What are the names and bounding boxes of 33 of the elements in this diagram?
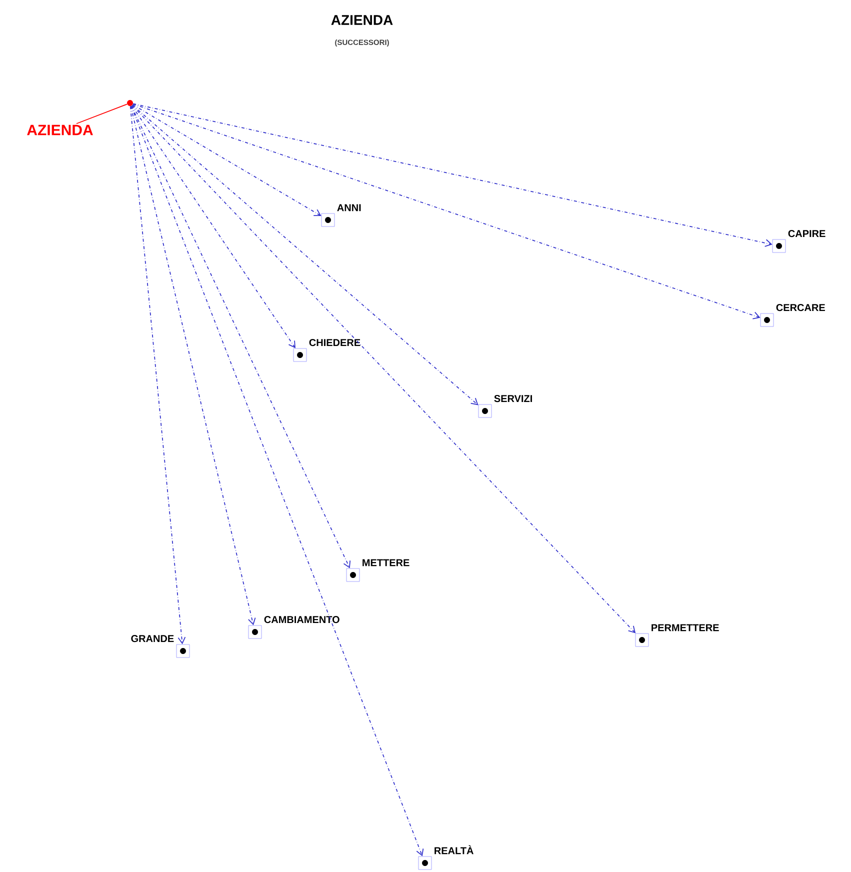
arrow <box>132 104 478 406</box>
target-box: PERMETTERE <box>635 624 719 647</box>
arrow <box>132 104 322 216</box>
title: AZIENDA <box>331 15 393 25</box>
source-label: AZIENDA <box>27 124 93 136</box>
target-box: REALTÀ <box>418 845 474 870</box>
target-box: GRANDE <box>131 635 190 658</box>
leader-line <box>76 104 128 124</box>
node-label: CERCARE <box>776 304 825 312</box>
target-box: METTERE <box>346 559 410 582</box>
target-box: CAMBIAMENTO <box>248 616 340 639</box>
node-label: CAPIRE <box>788 230 826 238</box>
arrow <box>132 104 636 634</box>
node-label: METTERE <box>362 559 410 566</box>
arrow <box>130 106 424 856</box>
arrow <box>130 106 186 644</box>
target-box: SERVIZI <box>478 395 532 418</box>
node-label: CAMBIAMENTO <box>264 616 340 624</box>
target-box: CHIEDERE <box>293 339 360 362</box>
arrow <box>130 106 256 626</box>
node-label: ANNI <box>337 204 361 212</box>
node-label: REALTÀ <box>434 845 474 854</box>
target-box: ANNI <box>321 204 361 227</box>
target-box: CAPIRE <box>772 230 826 253</box>
arrow <box>132 104 760 320</box>
node-label: CHIEDERE <box>309 339 360 346</box>
node-label: SERVIZI <box>494 395 532 402</box>
arrow <box>130 105 351 568</box>
node-label: PERMETTERE <box>652 624 719 632</box>
node-label: GRANDE <box>131 635 174 642</box>
target-box: CERCARE <box>760 304 825 327</box>
arrow <box>132 103 772 247</box>
arrow <box>131 105 296 348</box>
